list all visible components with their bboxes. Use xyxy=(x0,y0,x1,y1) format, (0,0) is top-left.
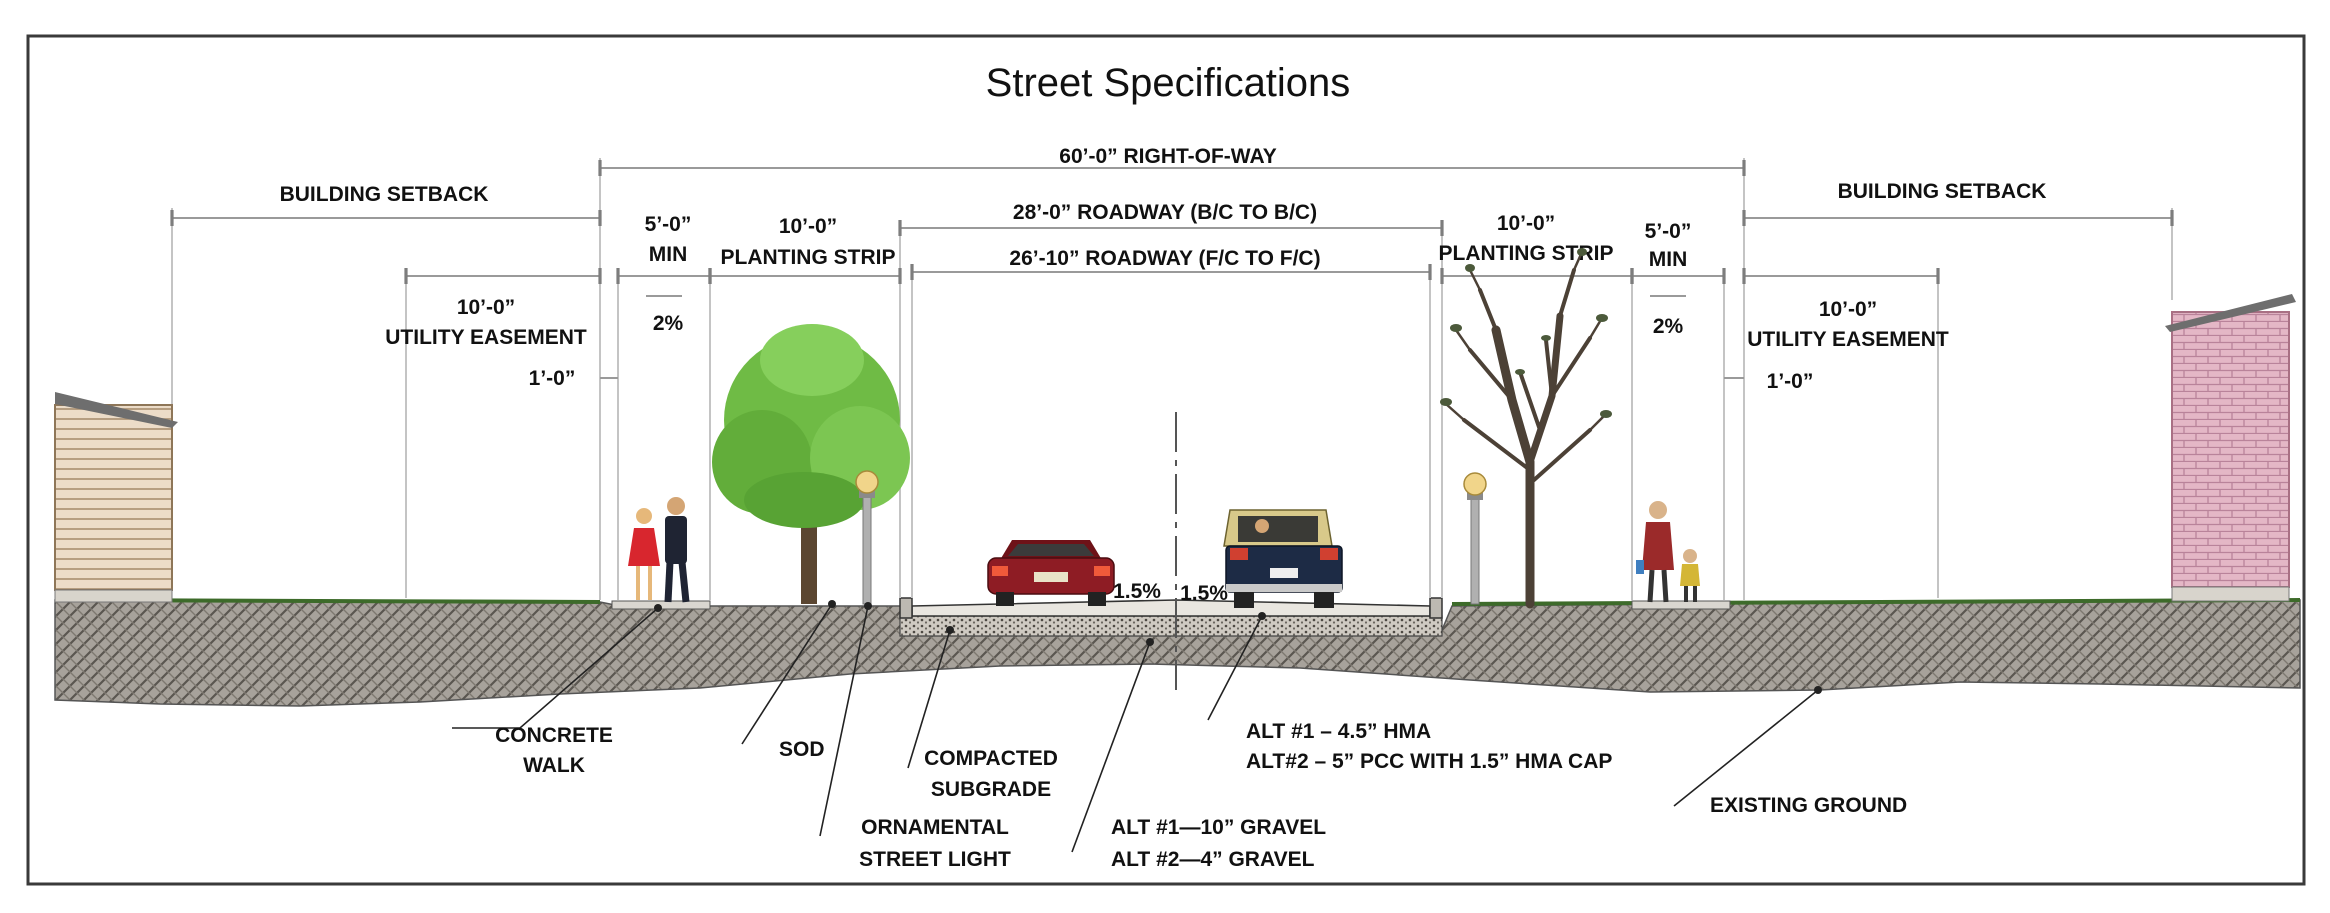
callout-sod: SOD xyxy=(779,738,825,761)
walk-left-slope: 2% xyxy=(653,312,684,335)
pedestrian-couple xyxy=(628,497,690,603)
building-setback-left-label: BUILDING SETBACK xyxy=(280,183,489,206)
walk-right-slope: 2% xyxy=(1653,315,1684,338)
right-of-way-label: 60’-0” RIGHT-OF-WAY xyxy=(1059,145,1276,168)
page-title: Street Specifications xyxy=(986,61,1351,105)
callout-pavement-line2: ALT#2 – 5” PCC WITH 1.5” HMA CAP xyxy=(1246,750,1612,773)
extension-lines xyxy=(171,158,2173,600)
car-rear-view xyxy=(987,540,1115,606)
callout-subgrade-line2: SUBGRADE xyxy=(931,778,1051,801)
ornamental-street-light-right xyxy=(1463,472,1487,605)
callout-subgrade-line1: COMPACTED xyxy=(924,747,1058,770)
crown-slope-right: 1.5% xyxy=(1180,582,1228,605)
walk-left-min: MIN xyxy=(649,243,688,266)
callout-existing-ground: EXISTING GROUND xyxy=(1710,794,1907,817)
easement-left-width: 10’-0” xyxy=(457,296,515,319)
callout-ornamental-light-line1: ORNAMENTAL xyxy=(861,816,1009,839)
callout-ornamental-light-line2: STREET LIGHT xyxy=(859,848,1011,871)
offset-right-label: 1’-0” xyxy=(1767,370,1814,393)
pedestrian-adult-child xyxy=(1636,501,1700,603)
roadway-bc-label: 28’-0” ROADWAY (B/C TO B/C) xyxy=(1013,201,1317,224)
callout-gravel-line2: ALT #2—4” GRAVEL xyxy=(1111,848,1315,871)
roadway-fc-label: 26’-10” ROADWAY (F/C TO F/C) xyxy=(1009,247,1320,270)
planting-left-label: PLANTING STRIP xyxy=(720,246,895,269)
building-setback-right-label: BUILDING SETBACK xyxy=(1838,180,2047,203)
callout-gravel-line1: ALT #1—10” GRAVEL xyxy=(1111,816,1326,839)
diagram-frame xyxy=(26,34,2306,886)
house-right xyxy=(2165,294,2296,602)
walk-right-min: MIN xyxy=(1649,248,1688,271)
house-left xyxy=(54,392,178,603)
crown-slope-left: 1.5% xyxy=(1113,580,1161,603)
roadway-gravel xyxy=(899,615,1443,637)
concrete-walk-right xyxy=(1631,600,1731,610)
pickup-truck-rear-view xyxy=(1223,509,1343,608)
planting-right-width: 10’-0” xyxy=(1497,212,1555,235)
easement-right-label: UTILITY EASEMENT xyxy=(1747,328,1949,351)
callout-pavement-line1: ALT #1 – 4.5” HMA xyxy=(1246,720,1431,743)
curb-right xyxy=(1429,597,1443,619)
offset-left-label: 1’-0” xyxy=(529,367,576,390)
dimension-lines xyxy=(170,160,2174,379)
walk-left-width: 5’-0” xyxy=(645,213,692,236)
callout-concrete-walk-line1: CONCRETE xyxy=(495,724,613,747)
bare-tree-right xyxy=(1440,248,1612,609)
callout-concrete-walk-line2: WALK xyxy=(523,754,585,777)
easement-right-width: 10’-0” xyxy=(1819,298,1877,321)
curb-left xyxy=(899,597,913,619)
planting-right-label: PLANTING STRIP xyxy=(1438,242,1613,265)
planting-left-width: 10’-0” xyxy=(779,215,837,238)
walk-right-width: 5’-0” xyxy=(1645,220,1692,243)
callout-leaders xyxy=(452,600,1822,853)
ornamental-street-light-left xyxy=(855,470,879,605)
deciduous-tree-left xyxy=(712,324,910,604)
easement-left-label: UTILITY EASEMENT xyxy=(385,326,587,349)
